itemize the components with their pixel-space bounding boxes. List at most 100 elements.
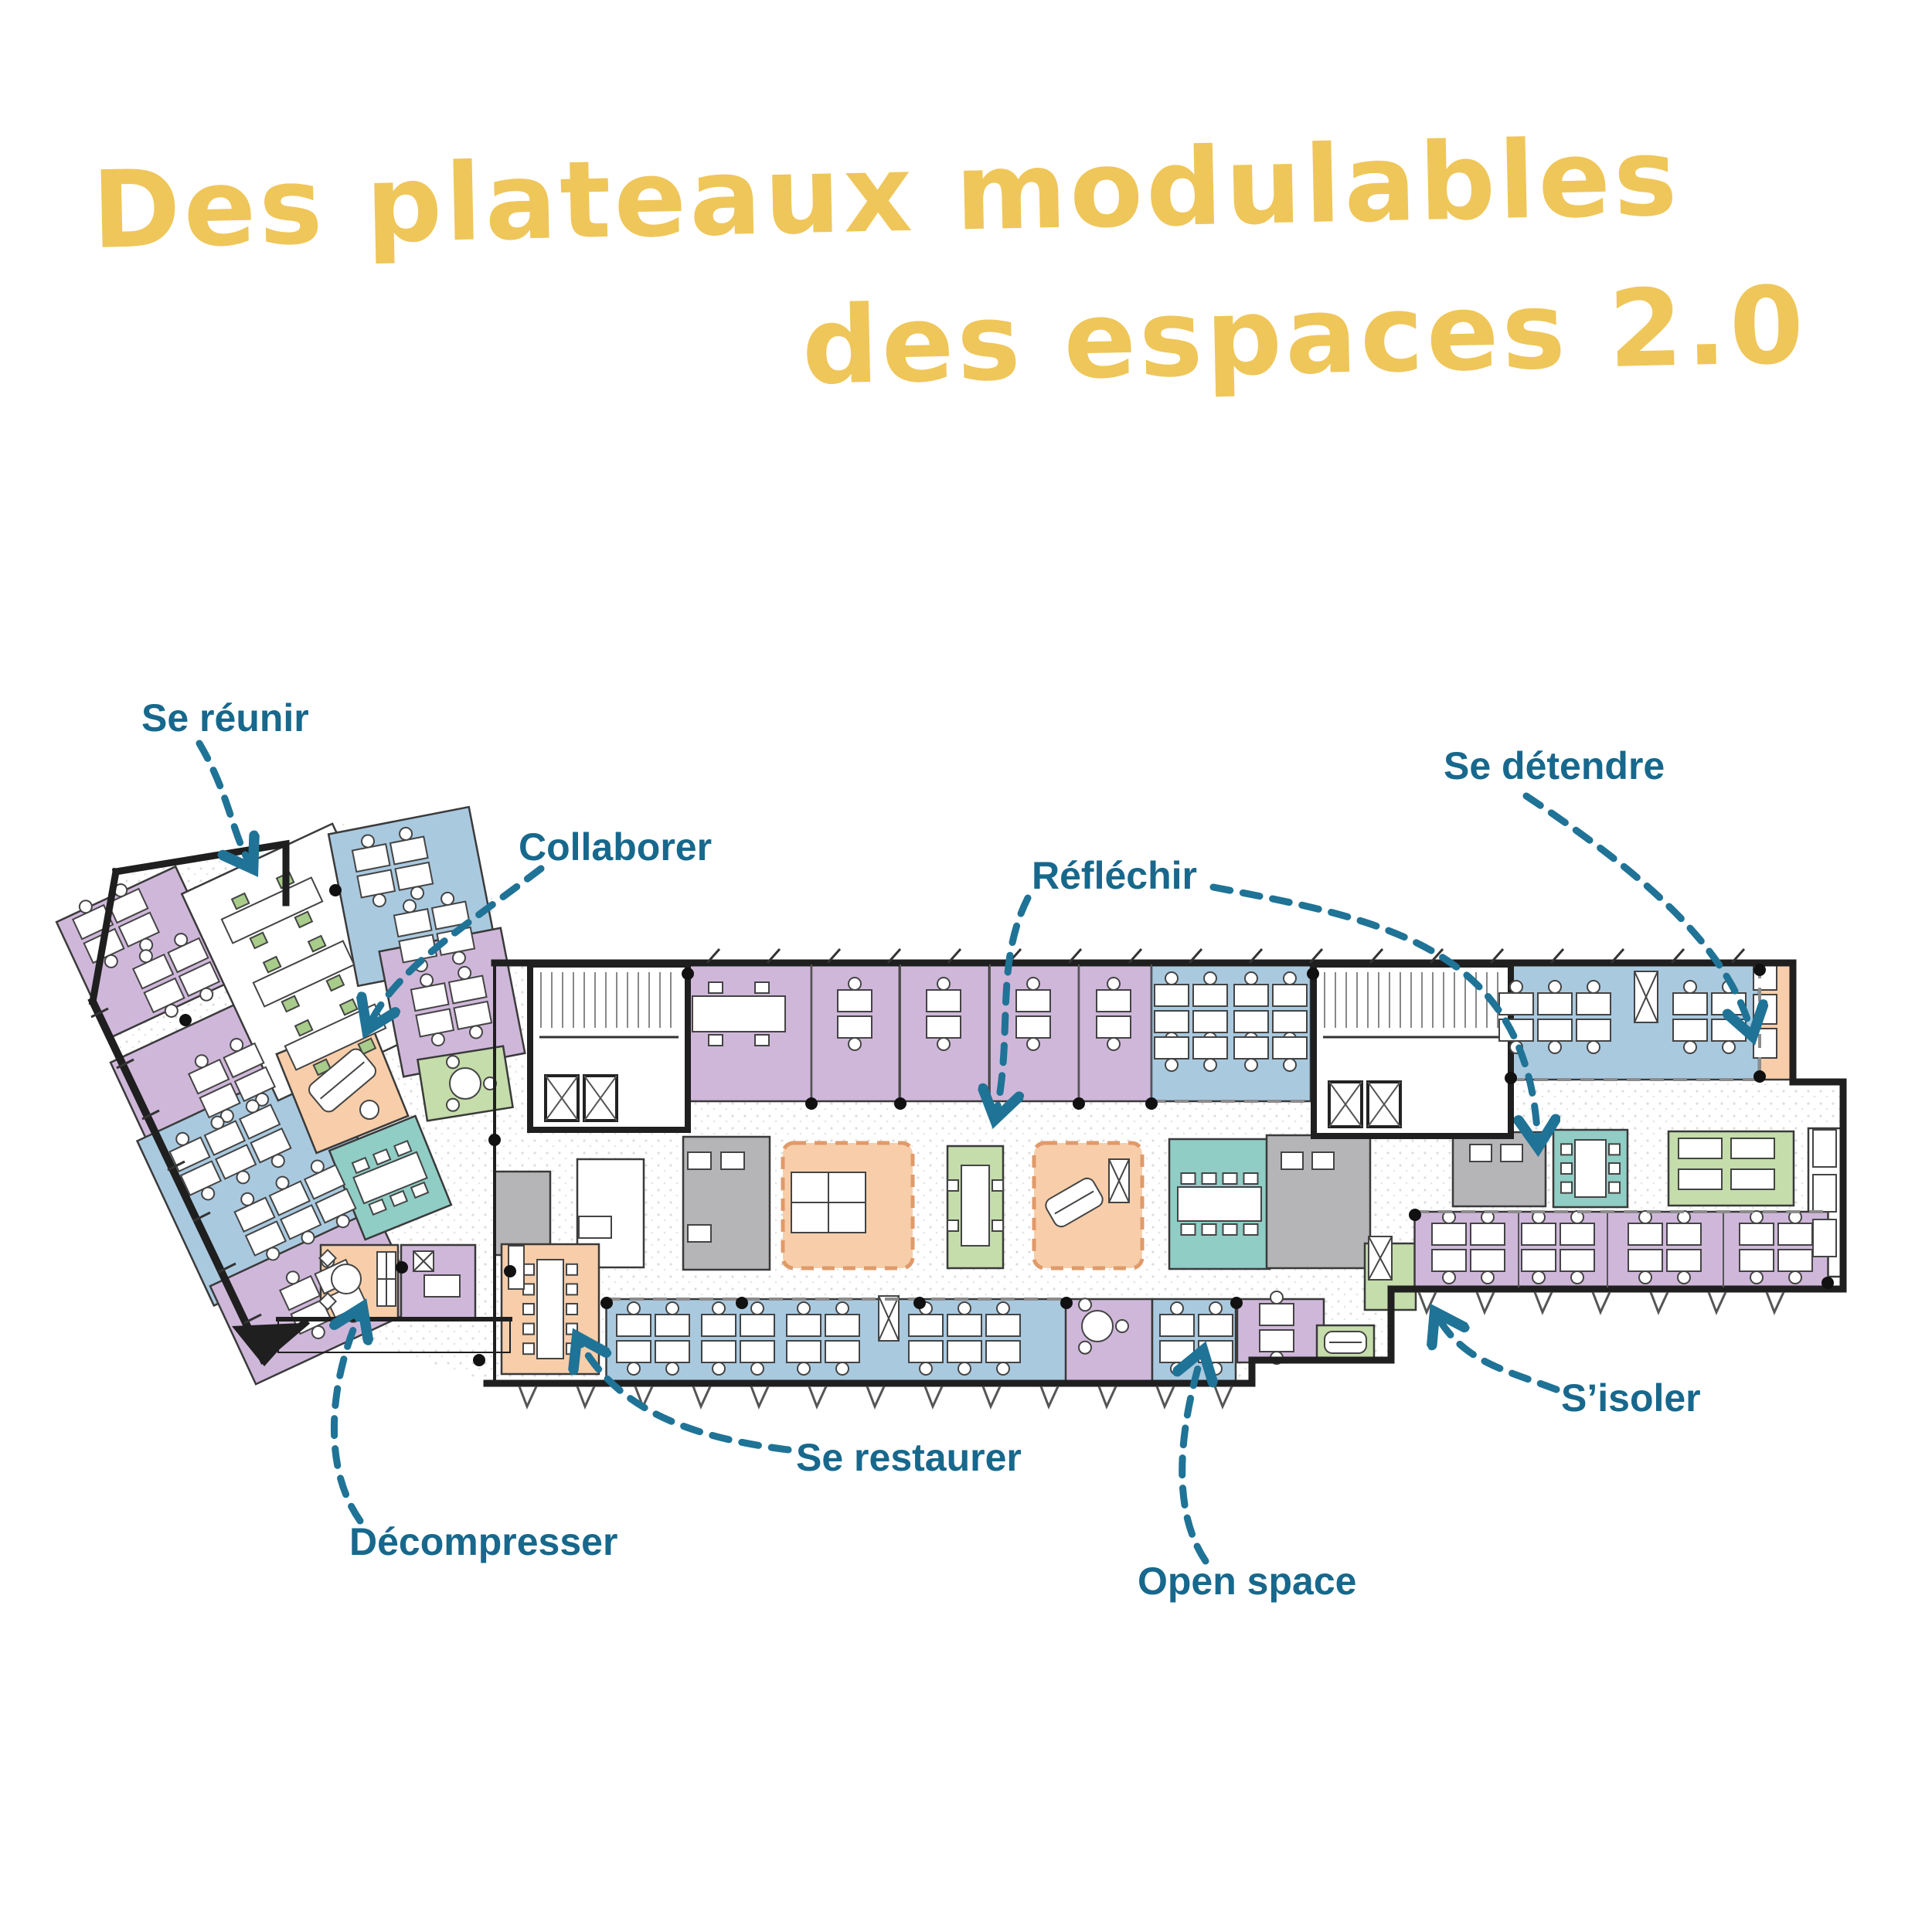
bench	[1730, 1168, 1775, 1190]
cabinet-x	[1634, 971, 1658, 1023]
chair	[1209, 1362, 1223, 1376]
desk	[1233, 1010, 1269, 1033]
junction-dot	[329, 884, 342, 896]
chair	[1683, 1040, 1697, 1054]
desk	[1777, 1249, 1813, 1272]
window-tick	[766, 948, 781, 964]
chair	[708, 1034, 723, 1046]
arrow-reflechir	[1209, 883, 1538, 1145]
bench	[687, 1151, 712, 1170]
desk	[1272, 984, 1308, 1007]
chair	[1638, 1270, 1652, 1284]
chair	[389, 1189, 409, 1208]
desk	[1666, 1223, 1702, 1246]
annotation-se-restaurer: Se restaurer	[578, 1338, 1022, 1479]
window-tick	[1128, 948, 1143, 964]
desk	[985, 1340, 1021, 1363]
cabinet-x	[878, 1295, 900, 1342]
furniture-group	[522, 1259, 578, 1359]
facade-tick	[1765, 1291, 1785, 1315]
label-open-space: Open space	[1138, 1560, 1356, 1603]
chair	[194, 1054, 209, 1069]
desk	[1560, 1249, 1595, 1272]
label-se-reunir: Se réunir	[141, 696, 309, 740]
window-tick	[192, 1211, 211, 1223]
furniture-group	[926, 977, 961, 1051]
facade-tick	[1707, 1291, 1727, 1315]
window-tick	[706, 948, 721, 964]
desk	[616, 1340, 651, 1363]
furniture-group	[687, 1151, 712, 1170]
desk	[1159, 1314, 1195, 1337]
chair	[996, 1301, 1010, 1315]
chair	[708, 981, 723, 994]
desk	[1672, 1019, 1708, 1042]
window-tick	[947, 948, 962, 964]
round-table	[449, 1067, 481, 1100]
window-tick	[1610, 948, 1625, 964]
wing-tip	[232, 1323, 303, 1366]
chair	[1560, 1162, 1573, 1175]
furniture-group	[791, 1172, 866, 1233]
chair	[245, 1099, 260, 1114]
chair	[1532, 1270, 1546, 1284]
facade-tick	[981, 1386, 1002, 1410]
bench	[1469, 1144, 1492, 1162]
desk	[1777, 1223, 1813, 1246]
desk	[786, 1314, 821, 1337]
chair	[1750, 1210, 1764, 1224]
desk	[1711, 1019, 1747, 1042]
facade-tick	[1155, 1386, 1175, 1410]
junction-dot	[488, 1134, 501, 1146]
desk	[825, 1314, 860, 1337]
chair	[1560, 1143, 1573, 1156]
bench	[1500, 1144, 1523, 1162]
window-tick	[1248, 948, 1264, 964]
window-tick	[243, 1313, 262, 1325]
bench	[1281, 1151, 1304, 1170]
desk	[1498, 992, 1534, 1015]
room-wc-block-3	[1451, 1131, 1547, 1208]
chair	[410, 1181, 430, 1199]
furniture-group	[318, 1248, 338, 1268]
facade-tick	[692, 1386, 712, 1410]
furniture-group	[1108, 1158, 1130, 1203]
table	[692, 995, 786, 1032]
desk	[1192, 1010, 1228, 1033]
desk	[837, 1015, 872, 1039]
furniture-group	[359, 1100, 379, 1120]
junction-dot	[805, 1097, 818, 1110]
furniture-group	[1678, 1168, 1723, 1190]
facade-tick	[1417, 1291, 1437, 1315]
arrow-reflechir	[995, 894, 1032, 1117]
chair	[1722, 1040, 1736, 1054]
bench	[687, 1224, 712, 1243]
chair	[446, 1097, 460, 1112]
bench	[720, 1151, 745, 1170]
chair	[754, 981, 770, 994]
chair	[1442, 1270, 1456, 1284]
bench	[1753, 1028, 1777, 1059]
furniture-group	[1431, 1210, 1505, 1284]
chair	[665, 1301, 679, 1315]
furniture-group	[1311, 1151, 1335, 1170]
chair	[361, 834, 376, 849]
junction-dot	[1821, 1277, 1834, 1289]
desk	[1521, 1223, 1556, 1246]
chair	[522, 1342, 535, 1355]
chair	[1107, 977, 1121, 991]
desk	[1154, 984, 1189, 1007]
window-tick	[1549, 948, 1565, 964]
junction-dot	[1753, 1070, 1766, 1083]
chair	[368, 1198, 387, 1216]
chair	[957, 1362, 971, 1376]
annotation-s-isoler: S’isoler	[1436, 1314, 1701, 1420]
desk	[1470, 1223, 1505, 1246]
furniture-group	[1324, 1331, 1367, 1354]
desk	[1272, 1010, 1308, 1033]
junction-dot	[894, 1097, 906, 1110]
desk	[926, 989, 961, 1012]
arrow-open-space	[1182, 1352, 1206, 1565]
